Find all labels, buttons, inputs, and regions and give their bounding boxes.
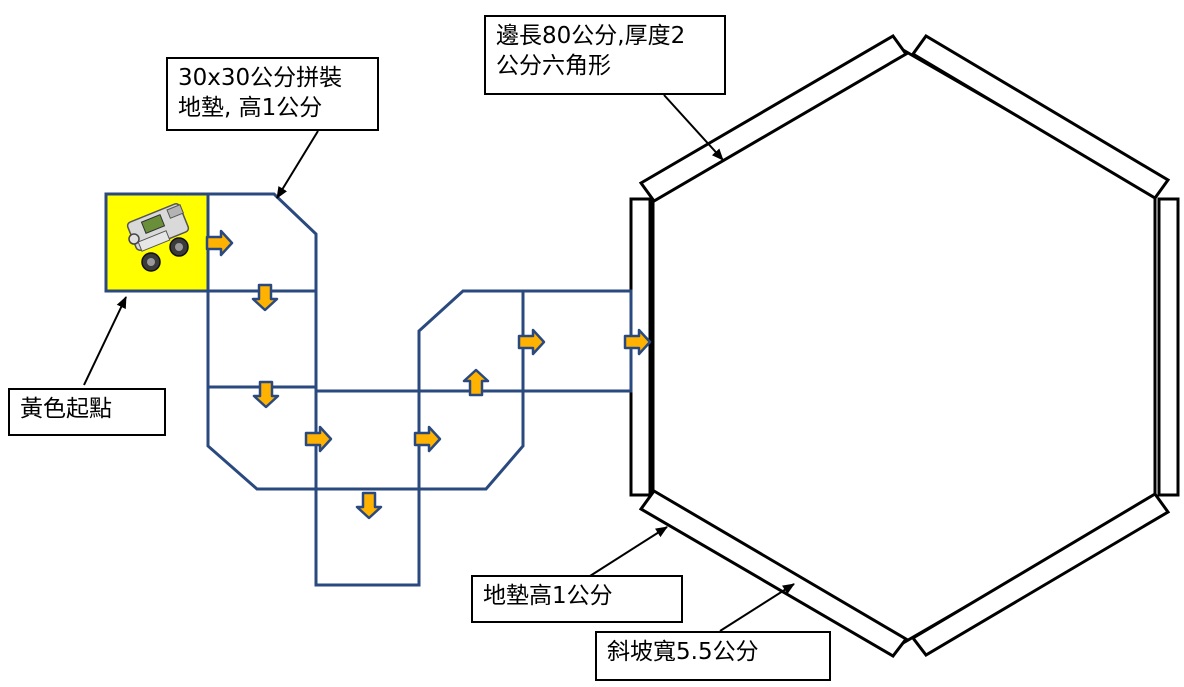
- start-tile: [104, 192, 210, 293]
- ramp-width-note: 斜坡寬5.5公分: [607, 639, 759, 665]
- direction-arrow-icon: [355, 491, 383, 520]
- direction-arrow-icon: [251, 283, 279, 312]
- ramp-bottom-right: [910, 492, 1171, 657]
- ramp-width-note-callout: 斜坡寬5.5公分: [595, 631, 831, 681]
- hexagon-note-line2: 公分六角形: [496, 53, 611, 79]
- hexagon-note-line1: 邊長80公分,厚度2: [496, 23, 686, 49]
- mat-note-line1: 30x30公分拼裝: [178, 65, 343, 91]
- direction-arrows: [205, 229, 652, 520]
- start-note: 黃色起點: [20, 396, 112, 422]
- ramp-bottom-left: [638, 489, 909, 658]
- leader-start-note: [83, 296, 127, 386]
- hexagon-ramps: [629, 34, 1180, 658]
- mat-note-callout: 30x30公分拼裝 地墊, 高1公分: [166, 57, 379, 131]
- mat-tile-3: [206, 385, 318, 491]
- mat-height-note-callout: 地墊高1公分: [471, 575, 683, 623]
- mat-tile-6: [314, 487, 421, 587]
- ramp-right: [1157, 197, 1180, 497]
- mat-height-note: 地墊高1公分: [483, 583, 613, 609]
- callout-leaders: [83, 94, 795, 632]
- ramp-top-left: [638, 34, 909, 203]
- leader-hexagon-note: [663, 94, 724, 161]
- direction-arrow-icon: [304, 425, 333, 453]
- lego-nxt-robot-icon: [126, 203, 190, 272]
- hexagon-note-callout: 邊長80公分,厚度2 公分六角形: [484, 15, 726, 95]
- leader-mat-height-note: [589, 526, 668, 577]
- leader-ramp-width-note: [719, 583, 795, 632]
- mat-note-line2: 地墊, 高1公分: [178, 95, 323, 121]
- hexagon-arena: [629, 34, 1180, 658]
- direction-arrow-icon: [205, 229, 234, 257]
- ramp-top-right: [910, 34, 1171, 200]
- start-note-callout: 黃色起點: [8, 388, 166, 436]
- leader-mat-note: [276, 130, 319, 199]
